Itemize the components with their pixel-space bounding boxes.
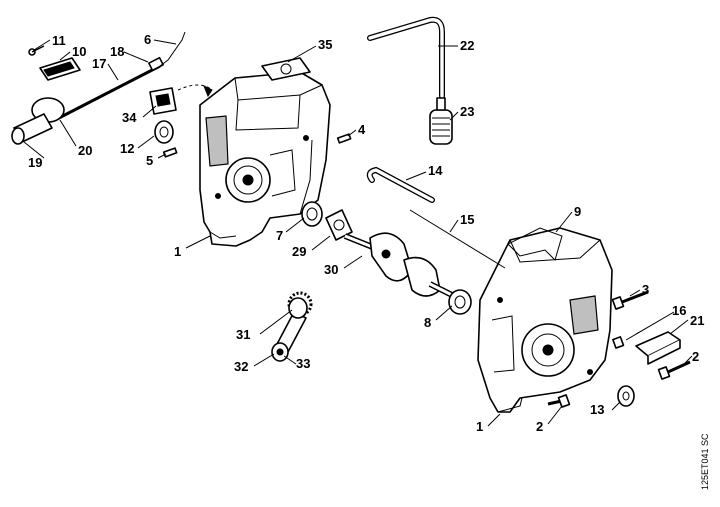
washer-part bbox=[617, 385, 635, 407]
assembly-arrow-head bbox=[203, 84, 213, 98]
callout-21: 21 bbox=[690, 313, 704, 328]
ball-bearing-left-part bbox=[301, 201, 323, 227]
crankcase-right-part bbox=[477, 227, 613, 413]
decal-part bbox=[149, 87, 177, 115]
callout-4: 4 bbox=[358, 122, 366, 137]
leader-lines bbox=[23, 39, 693, 427]
callout-17: 17 bbox=[92, 56, 106, 71]
callout-3: 3 bbox=[642, 282, 649, 297]
callout-18: 18 bbox=[110, 44, 124, 59]
callout-34: 34 bbox=[122, 110, 137, 125]
screw-2a-part bbox=[547, 394, 571, 408]
callout-22: 22 bbox=[460, 38, 474, 53]
crankshaft-part bbox=[343, 232, 464, 303]
callout-8: 8 bbox=[424, 315, 431, 330]
callout-12: 12 bbox=[120, 141, 134, 156]
dowel-pin-left-part bbox=[162, 147, 178, 158]
callout-20: 20 bbox=[78, 143, 92, 158]
callout-33: 33 bbox=[296, 356, 310, 371]
assembly-arrow-line bbox=[177, 84, 213, 91]
callout-2-right: 2 bbox=[692, 349, 699, 364]
callout-19: 19 bbox=[28, 155, 42, 170]
callout-1-left: 1 bbox=[174, 244, 181, 259]
callout-30: 30 bbox=[324, 262, 338, 277]
callout-5: 5 bbox=[146, 153, 153, 168]
callout-9: 9 bbox=[574, 204, 581, 219]
callout-29: 29 bbox=[292, 244, 306, 259]
wire-part bbox=[409, 209, 506, 269]
dowel-pin-right-part bbox=[336, 133, 352, 144]
choke-rod-part bbox=[54, 31, 186, 122]
oil-seal-part bbox=[154, 120, 174, 144]
clip-part bbox=[28, 45, 81, 81]
callout-2-bottom: 2 bbox=[536, 419, 543, 434]
callout-31: 31 bbox=[236, 327, 250, 342]
gasket-small-part bbox=[325, 209, 353, 241]
drawing-code: 125ET041 SC bbox=[700, 433, 710, 490]
impulse-hose-part bbox=[366, 166, 435, 203]
fuel-line-part bbox=[367, 16, 445, 99]
crankcase-left-part bbox=[199, 71, 331, 247]
callout-13: 13 bbox=[590, 402, 604, 417]
callout-32: 32 bbox=[234, 359, 248, 374]
label-part bbox=[261, 57, 311, 81]
callouts: 11 10 18 17 6 35 22 34 20 19 12 5 4 23 1… bbox=[28, 32, 704, 434]
screw-16-part bbox=[612, 336, 625, 349]
callout-14: 14 bbox=[428, 163, 443, 178]
connecting-rod-part bbox=[271, 297, 308, 362]
callout-10: 10 bbox=[72, 44, 86, 59]
ball-bearing-right-part bbox=[448, 289, 472, 315]
callout-11: 11 bbox=[52, 33, 66, 48]
screw-3-part bbox=[611, 290, 649, 310]
callout-16: 16 bbox=[672, 303, 686, 318]
callout-6: 6 bbox=[144, 32, 151, 47]
choke-knob-part bbox=[11, 97, 65, 145]
fuel-filter-part bbox=[429, 97, 453, 145]
callout-23: 23 bbox=[460, 104, 474, 119]
screw-2b-part bbox=[657, 360, 691, 380]
callout-15: 15 bbox=[460, 212, 474, 227]
bracket-part bbox=[635, 331, 681, 365]
gasket-part bbox=[507, 227, 563, 261]
callout-1-right: 1 bbox=[476, 419, 483, 434]
callout-7: 7 bbox=[276, 228, 283, 243]
callout-35: 35 bbox=[318, 37, 332, 52]
